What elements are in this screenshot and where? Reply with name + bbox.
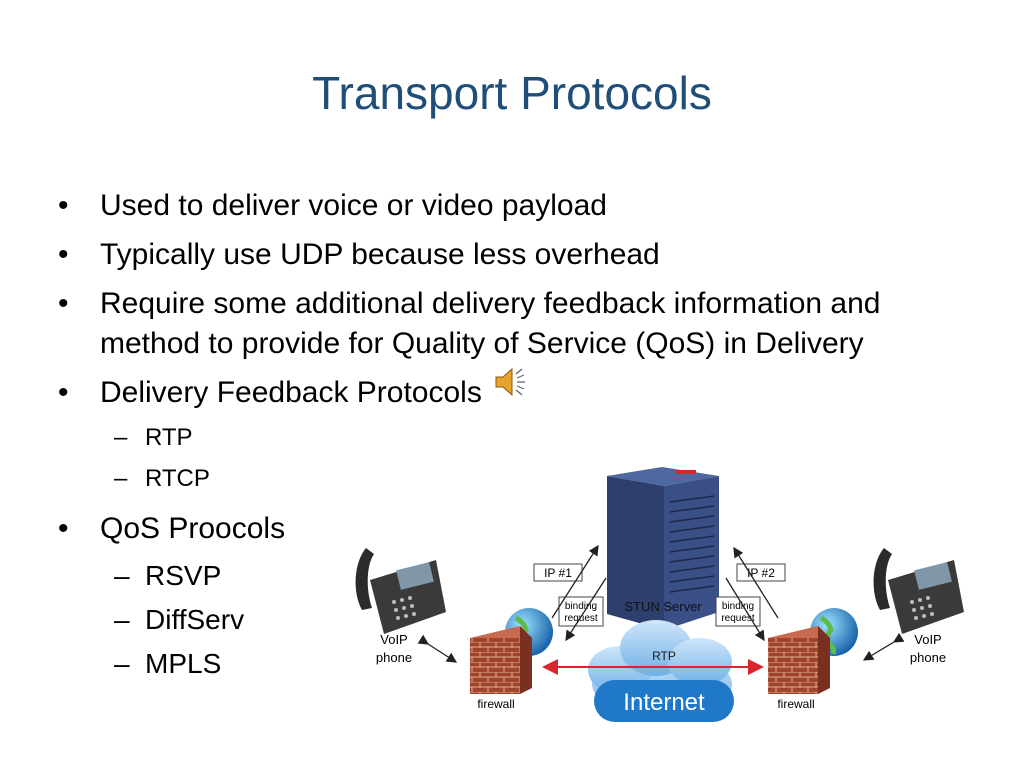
sub-bullet-item: –DiffServ <box>56 602 956 638</box>
stun-server <box>607 467 719 630</box>
bullet-text: Require some additional delivery feedbac… <box>100 287 881 360</box>
rtp-label: RTP <box>652 649 676 663</box>
voip-right-label-line1: VoIP <box>914 632 941 647</box>
bullet-list: •Used to deliver voice or video payload … <box>56 186 956 690</box>
sub-bullet-item: –RTP <box>56 422 956 454</box>
voip-left-label-line1: VoIP <box>380 632 407 647</box>
binding-request-left-box <box>558 596 604 627</box>
binding-arrow-right <box>733 546 779 619</box>
sub-bullet-marker: – <box>114 560 130 591</box>
speaker-icon[interactable] <box>493 364 529 400</box>
ip1-label: IP #1 <box>544 566 572 580</box>
sub-bullet-text: MPLS <box>145 648 222 679</box>
sub-bullet-text: DiffServ <box>145 604 245 635</box>
sub-bullet-text: RTCP <box>145 465 210 492</box>
stun-server-label: STUN Server <box>624 599 702 614</box>
bullet-text: QoS Proocols <box>100 512 286 545</box>
sub-bullet-marker: – <box>114 648 130 679</box>
binding-arrow-left <box>551 544 599 619</box>
bullet-marker: • <box>58 512 69 545</box>
stun-diagram: STUN Server IP #1 IP #2 binding request … <box>355 467 964 722</box>
bullet-marker: • <box>58 189 69 222</box>
sub-bullet-item: –RSVP <box>56 558 956 594</box>
voip-left-label-line2: phone <box>376 650 412 665</box>
sub-bullet-marker: – <box>114 424 128 451</box>
slide-title: Transport Protocols <box>312 67 712 119</box>
bullet-text: Delivery Feedback Protocols <box>100 376 482 409</box>
response-arrow-left <box>565 577 607 642</box>
binding-request-left-line1: binding <box>565 601 597 612</box>
phone-firewall-arrow-left <box>417 634 458 663</box>
binding-request-right-line2: request <box>721 613 755 624</box>
bullet-item: • Used to deliver voice or video payload <box>56 186 956 226</box>
firewall-left <box>470 626 532 694</box>
sub-bullet-item: –RTCP <box>56 463 956 495</box>
sub-bullet-text: RSVP <box>145 560 222 591</box>
binding-request-right-line1: binding <box>722 601 754 612</box>
firewall-left-label: firewall <box>477 697 514 711</box>
bullet-marker: • <box>58 238 69 271</box>
phone-firewall-arrow-right <box>862 632 905 661</box>
voip-right-label-line2: phone <box>910 650 946 665</box>
internet-label: Internet <box>623 689 705 716</box>
bullet-text: Used to deliver voice or video payload <box>100 189 607 222</box>
bullet-item: • Require some additional delivery feedba… <box>56 284 960 364</box>
sub-bullet-marker: – <box>114 604 130 635</box>
bullet-text: Typically use UDP because less overhead <box>100 238 660 271</box>
sub-bullet-text: RTP <box>145 424 193 451</box>
voip-phone-right <box>873 548 964 634</box>
response-arrow-right <box>725 577 765 642</box>
bullet-marker: • <box>58 287 69 320</box>
bullet-item: • Typically use UDP because less overhead <box>56 235 956 275</box>
ip2-box <box>736 563 786 582</box>
bullet-item: • QoS Proocols <box>56 509 956 549</box>
bullet-item: • Delivery Feedback Protocols <box>56 373 956 413</box>
binding-request-left-line2: request <box>564 613 598 624</box>
ip2-label: IP #2 <box>747 566 775 580</box>
voip-phone-left <box>355 548 446 634</box>
ip1-box <box>533 563 583 582</box>
firewall-right-label: firewall <box>777 697 814 711</box>
sub-bullet-item: –MPLS <box>56 646 956 682</box>
firewall-right <box>768 626 830 694</box>
sub-bullet-marker: – <box>114 465 128 492</box>
bullet-marker: • <box>58 376 69 409</box>
